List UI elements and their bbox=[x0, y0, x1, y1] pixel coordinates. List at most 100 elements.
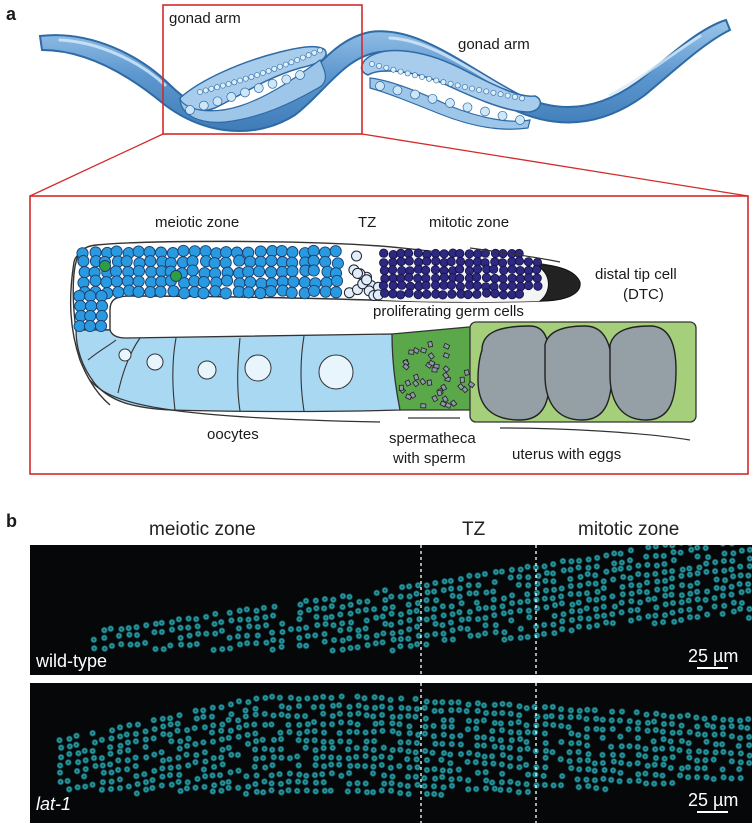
nucleus bbox=[549, 570, 557, 577]
nucleus bbox=[313, 613, 320, 621]
worm-cell bbox=[265, 68, 272, 74]
nucleus bbox=[225, 784, 233, 792]
uterus-label: uterus with eggs bbox=[512, 446, 621, 463]
nucleus bbox=[703, 738, 710, 746]
nucleus bbox=[473, 599, 481, 607]
meiotic-cell bbox=[132, 275, 145, 288]
nucleus bbox=[243, 639, 251, 647]
nucleus bbox=[583, 742, 591, 749]
nucleus bbox=[397, 695, 405, 702]
nucleus bbox=[183, 751, 190, 759]
nucleus bbox=[616, 777, 623, 785]
nucleus bbox=[593, 622, 601, 629]
nucleus bbox=[560, 567, 568, 574]
nucleus bbox=[234, 717, 242, 724]
nucleus bbox=[116, 748, 124, 756]
mitotic-cell bbox=[481, 272, 492, 283]
nucleus bbox=[175, 778, 183, 786]
worm-illustration bbox=[38, 18, 732, 132]
nucleus bbox=[711, 567, 719, 575]
nucleus bbox=[125, 624, 133, 632]
nucleus bbox=[320, 729, 328, 736]
nucleus bbox=[235, 767, 242, 775]
worm-gonad-cells bbox=[185, 47, 525, 125]
nucleus bbox=[389, 713, 397, 721]
nucleus bbox=[337, 719, 345, 726]
nucleus bbox=[482, 785, 490, 792]
nucleus bbox=[218, 645, 226, 653]
nucleus bbox=[406, 593, 413, 600]
nucleus bbox=[473, 734, 481, 741]
nucleus bbox=[378, 711, 386, 719]
nucleus bbox=[201, 723, 209, 731]
nucleus bbox=[421, 730, 429, 738]
nucleus bbox=[185, 615, 193, 622]
mitotic-cell bbox=[421, 280, 431, 290]
meiotic-cell bbox=[132, 245, 145, 258]
nucleus bbox=[524, 788, 532, 796]
zoom-box bbox=[162, 4, 363, 135]
nucleus bbox=[347, 610, 354, 617]
nucleus bbox=[626, 556, 634, 564]
worm-cell bbox=[519, 95, 525, 102]
nucleus bbox=[389, 720, 396, 727]
nucleus bbox=[210, 754, 218, 762]
nucleus bbox=[327, 761, 335, 768]
nucleus bbox=[600, 584, 608, 592]
nucleus bbox=[730, 532, 737, 539]
worm-cell bbox=[469, 85, 475, 92]
nucleus bbox=[746, 538, 752, 545]
nucleus bbox=[490, 760, 497, 767]
nucleus bbox=[447, 759, 454, 767]
nucleus bbox=[660, 720, 668, 728]
worm-oocyte bbox=[410, 89, 420, 100]
nucleus bbox=[228, 617, 235, 624]
worm-cell bbox=[231, 79, 238, 86]
nucleus bbox=[405, 601, 413, 609]
nucleus bbox=[618, 708, 626, 715]
nucleus bbox=[558, 625, 566, 633]
nucleus bbox=[678, 572, 685, 580]
nucleus bbox=[337, 772, 345, 780]
nucleus bbox=[108, 769, 115, 776]
nucleus bbox=[242, 721, 250, 729]
nucleus bbox=[524, 728, 532, 736]
nucleus bbox=[652, 552, 660, 560]
meiotic-cell bbox=[73, 289, 86, 303]
mitotic-cell bbox=[480, 248, 490, 258]
nucleus bbox=[508, 599, 516, 607]
nucleus bbox=[736, 605, 744, 613]
nucleus bbox=[541, 730, 549, 737]
nucleus bbox=[278, 711, 285, 718]
nucleus bbox=[441, 578, 448, 585]
nucleus bbox=[524, 633, 532, 641]
meiotic-cell bbox=[254, 287, 267, 300]
nucleus bbox=[541, 781, 549, 789]
nucleus bbox=[133, 623, 140, 631]
nucleus bbox=[593, 554, 601, 562]
worm-cell bbox=[383, 64, 390, 71]
nucleus bbox=[431, 698, 439, 706]
meiotic-cell bbox=[287, 275, 300, 288]
nucleus bbox=[738, 599, 746, 607]
nucleus bbox=[608, 610, 616, 618]
nucleus bbox=[430, 790, 438, 798]
nucleus bbox=[397, 642, 404, 650]
nucleus bbox=[261, 710, 269, 718]
nucleus bbox=[295, 736, 302, 744]
nucleus bbox=[465, 572, 473, 580]
nucleus bbox=[627, 574, 634, 582]
nucleus bbox=[523, 590, 531, 598]
nucleus bbox=[591, 571, 599, 579]
nucleus bbox=[398, 704, 405, 712]
oocyte-nucleus-1 bbox=[118, 348, 132, 362]
nucleus bbox=[186, 641, 194, 649]
sperm-cell bbox=[412, 379, 420, 388]
nucleus bbox=[286, 754, 294, 762]
nucleus bbox=[338, 693, 346, 700]
nucleus bbox=[346, 719, 354, 726]
nucleus bbox=[641, 753, 649, 760]
mitotic-cell bbox=[455, 249, 465, 259]
nucleus bbox=[718, 740, 726, 748]
mitotic-cell bbox=[420, 265, 431, 275]
